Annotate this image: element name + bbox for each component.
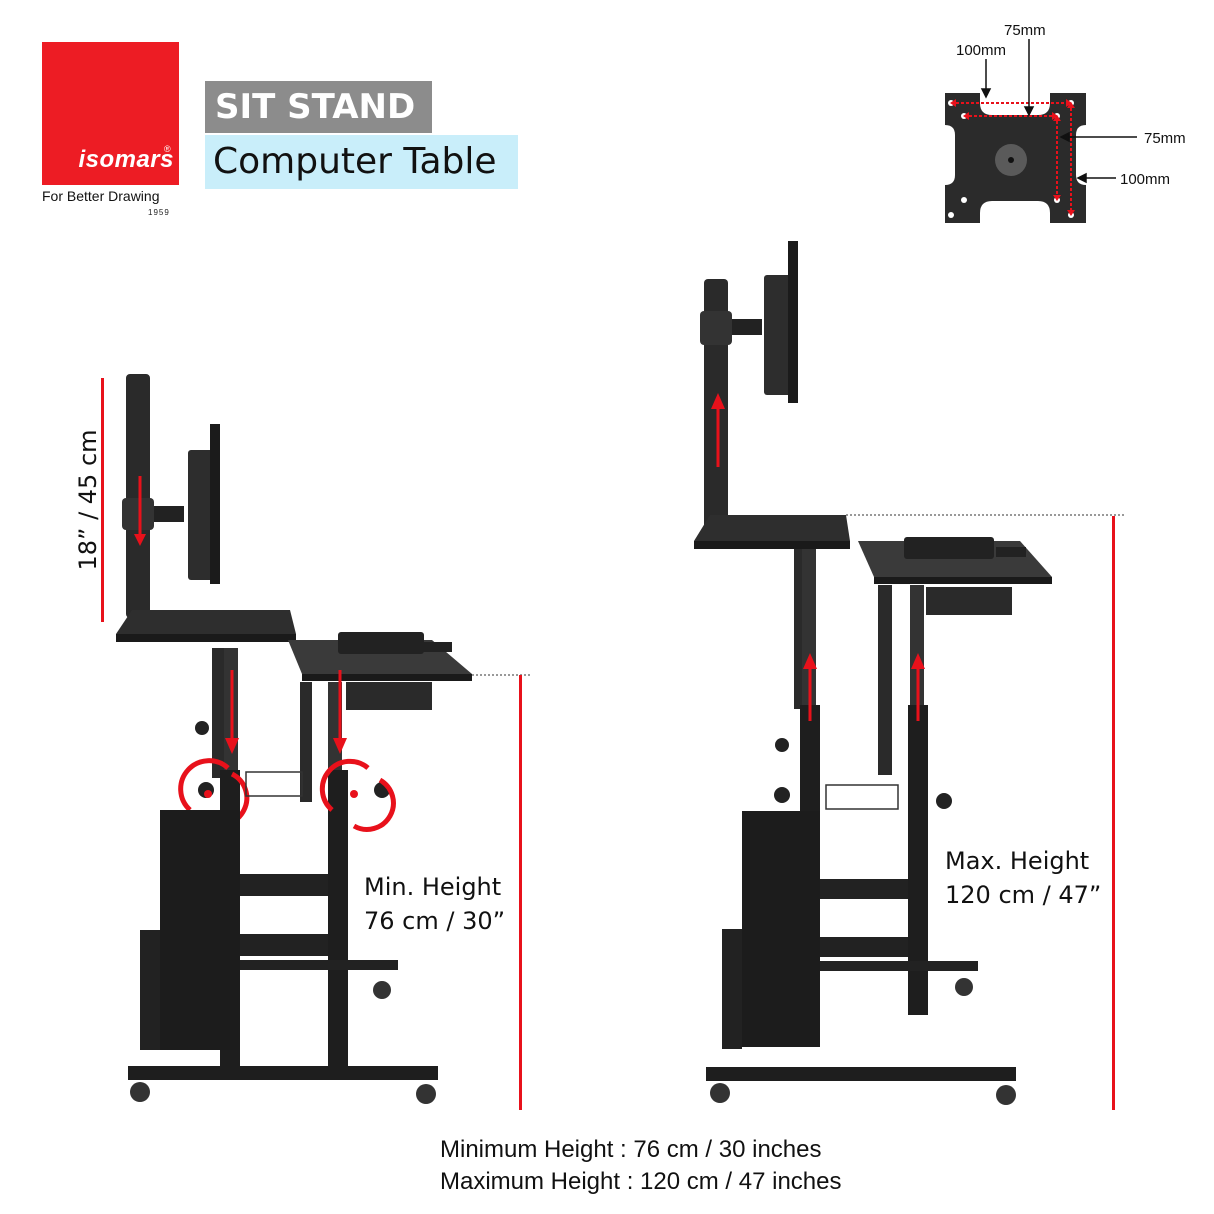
min-height-title: Min. Height	[364, 873, 502, 901]
title-sit-stand: SIT STAND	[205, 81, 432, 133]
vesa-label-top-inner: 75mm	[1004, 22, 1046, 39]
brand-name: isomars	[78, 146, 174, 173]
pole-adjust-text: 18” / 45 cm	[74, 429, 102, 571]
max-height-spec: Maximum Height : 120 cm / 47 inches	[440, 1168, 842, 1195]
brand-logo	[42, 42, 179, 185]
max-height-line	[1112, 516, 1115, 1110]
brand-tagline: For Better Drawing	[42, 188, 160, 204]
vesa-label-side-outer: 100mm	[1120, 171, 1171, 188]
max-height-value: 120 cm / 47”	[945, 881, 1102, 909]
vesa-pointer-arrows	[980, 39, 1137, 184]
vesa-plate-icon	[945, 93, 1086, 223]
pole-height-line	[101, 378, 104, 622]
brand-year: 1959	[148, 208, 170, 217]
min-height-value: 76 cm / 30”	[364, 907, 506, 935]
max-height-label: Max. Height 120 cm / 47”	[945, 844, 1101, 912]
title-computer-table: Computer Table	[205, 135, 518, 189]
min-height-spec: Minimum Height : 76 cm / 30 inches	[440, 1136, 822, 1163]
registered-mark: ®	[164, 144, 171, 154]
min-height-line	[519, 675, 522, 1110]
right-table-illustration	[694, 241, 1126, 1105]
min-height-label: Min. Height 76 cm / 30”	[364, 870, 505, 938]
height-specs: Minimum Height : 76 cm / 30 inches Maxim…	[440, 1134, 842, 1198]
vesa-label-top-outer: 100mm	[956, 42, 1007, 59]
vesa-dimension-arrows	[956, 102, 1072, 210]
max-height-title: Max. Height	[945, 847, 1090, 875]
vesa-label-side-inner: 75mm	[1144, 130, 1186, 147]
left-table-illustration	[116, 374, 532, 1104]
vesa-mount-diagram	[945, 39, 1137, 223]
